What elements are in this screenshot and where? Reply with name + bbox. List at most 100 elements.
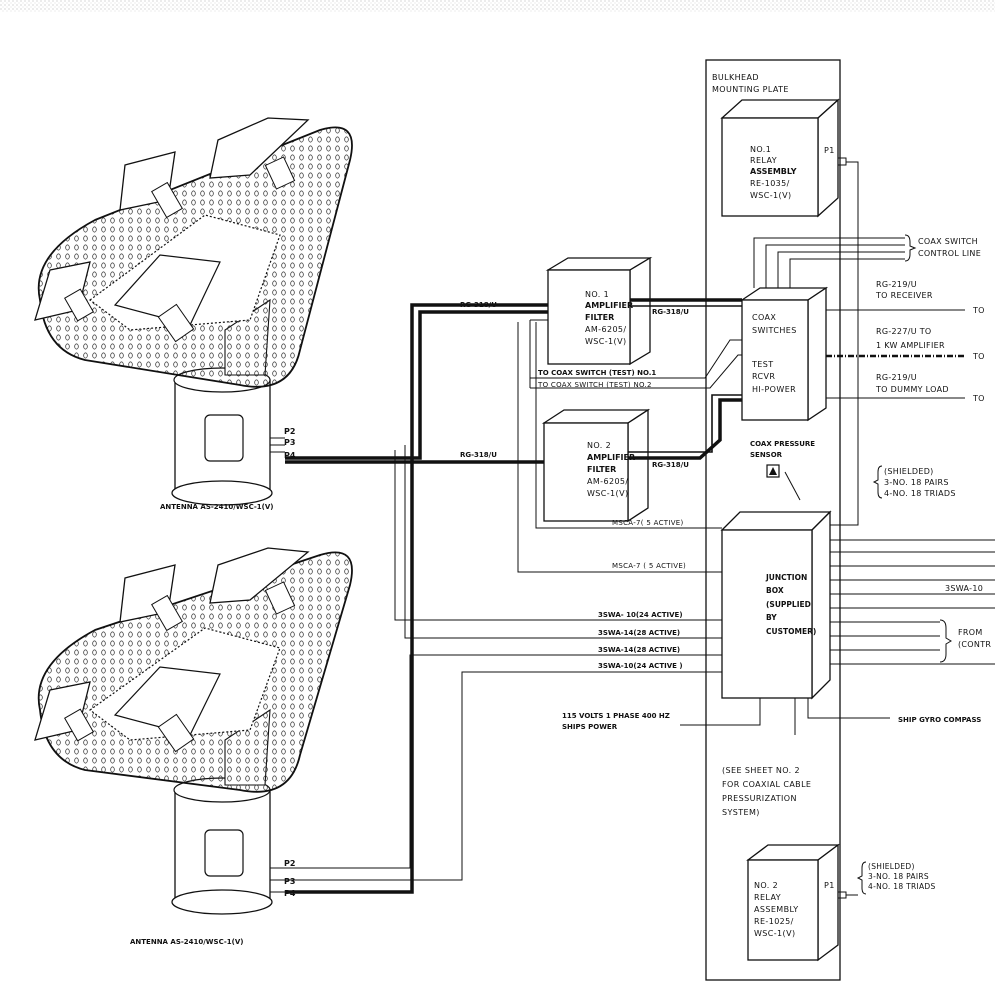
ship-gyro-label: SHIP GYRO COMPASS xyxy=(898,716,981,724)
amp-2-line-5: WSC-1(V) xyxy=(587,489,628,498)
rg219-rcvr-2: TO RECEIVER xyxy=(875,291,933,300)
junction-box-line-5: CUSTOMER) xyxy=(766,627,816,636)
note-line-3: PRESSURIZATION xyxy=(722,794,797,803)
amp-1-line-1: NO. 1 xyxy=(585,290,609,299)
antenna-1-feed-3 xyxy=(34,261,94,322)
shielded-1-line-3: 4-NO. 18 TRIADS xyxy=(884,489,956,498)
note-line-1: (SEE SHEET NO. 2 xyxy=(722,766,800,775)
antenna-1-feed-2 xyxy=(209,117,310,190)
relay-assembly-2 xyxy=(746,843,840,962)
shielded-2-line-2: 3-NO. 18 PAIRS xyxy=(868,872,929,881)
antenna-2 xyxy=(34,547,353,915)
antenna-2-feed-3 xyxy=(34,681,94,742)
antenna-2-port-p3: P3 xyxy=(284,877,295,886)
amp-2-line-2: AMPLIFIER xyxy=(587,453,635,462)
relay-2-line-3: ASSEMBLY xyxy=(754,905,799,914)
rg318-amp1-label: RG-318/U xyxy=(652,308,689,316)
shielded-1-line-2: 3-NO. 18 PAIRS xyxy=(884,478,949,487)
amplifier-filter-1 xyxy=(545,256,653,366)
amp-2-line-1: NO. 2 xyxy=(587,441,611,450)
rg219-dummy-2: TO DUMMY LOAD xyxy=(875,385,949,394)
power-label-2: SHIPS POWER xyxy=(562,723,618,731)
to-label-1: TO xyxy=(972,306,985,315)
antenna-1-feed-4 xyxy=(157,303,195,343)
relay-2-line-1: NO. 2 xyxy=(754,881,778,890)
junction-box-line-3: (SUPPLIED xyxy=(766,600,811,609)
bulkhead-title-1: BULKHEAD xyxy=(712,73,759,82)
coax-pressure-sensor xyxy=(766,464,780,478)
amp-1-line-5: WSC-1(V) xyxy=(585,337,626,346)
coax-switches-box xyxy=(739,286,829,422)
amp-1-line-3: FILTER xyxy=(585,313,614,322)
amp-2-line-4: AM-6205/ xyxy=(587,477,629,486)
antenna-2-label: ANTENNA AS-2410/WSC-1(V) xyxy=(130,938,243,946)
relay-2-line-4: RE-1025/ xyxy=(754,917,794,926)
rg219-rcvr-1: RG-219/U xyxy=(876,280,917,289)
antenna-1-label: ANTENNA AS-2410/WSC-1(V) xyxy=(160,503,273,511)
amp-1-line-2: AMPLIFIER xyxy=(585,301,633,310)
junction-box xyxy=(720,510,832,700)
sw-cable-1: 3SWA- 10(24 ACTIVE) xyxy=(598,611,683,619)
to-label-3: TO xyxy=(972,394,985,403)
amp-2-line-3: FILTER xyxy=(587,465,616,474)
relay-2-line-2: RELAY xyxy=(754,893,781,902)
junction-box-line-1: JUNCTION xyxy=(765,573,807,582)
rg318-amp2-label: RG-318/U xyxy=(652,461,689,469)
relay-assembly-1 xyxy=(720,98,840,218)
junction-box-line-2: BOX xyxy=(766,586,784,595)
relay-1-line-4: RE-1035/ xyxy=(750,179,790,188)
antenna-1 xyxy=(34,117,353,506)
antenna-2-port-p2: P2 xyxy=(284,859,295,868)
test-line-1: TO COAX SWITCH (TEST) NO.1 xyxy=(538,369,656,377)
coax-pressure-label-1: COAX PRESSURE xyxy=(750,440,815,448)
bulkhead-title-2: MOUNTING PLATE xyxy=(712,85,789,94)
power-label-1: 115 VOLTS 1 PHASE 400 HZ xyxy=(562,712,670,720)
coax-switches-line-4: TEST xyxy=(751,360,774,369)
coax-switches-line-2: SWITCHES xyxy=(752,326,797,335)
relay-1-line-3: ASSEMBLY xyxy=(750,167,797,176)
msca-label-2: MSCA-7 ( 5 ACTIVE) xyxy=(612,562,686,570)
note-line-4: SYSTEM) xyxy=(722,808,760,817)
to-label-2: TO xyxy=(972,352,985,361)
relay-1-port: P1 xyxy=(824,146,835,155)
test-line-2: TO COAX SWITCH (TEST) NO.2 xyxy=(537,381,652,389)
relay-2-line-5: WSC-1(V) xyxy=(754,929,795,938)
antenna-1-port-p2: P2 xyxy=(284,427,295,436)
coax-ctrl-2: CONTROL LINE xyxy=(918,249,981,258)
shielded-1-line-1: (SHIELDED) xyxy=(884,467,934,476)
sw-cable-3: 3SWA-14(28 ACTIVE) xyxy=(598,646,680,654)
rg318-antenna2-label: RG-318/U xyxy=(460,451,497,459)
coax-switches-line-1: COAX xyxy=(752,313,776,322)
amp-1-line-4: AM-6205/ xyxy=(585,325,627,334)
antenna-1-feed-1 xyxy=(119,151,183,219)
antenna-2-feed-1 xyxy=(119,564,183,632)
sw-right-label: 3SWA-10 xyxy=(945,584,983,593)
shielded-2-line-3: 4-NO. 18 TRIADS xyxy=(868,882,936,891)
coax-switches-line-6: HI-POWER xyxy=(752,385,796,394)
relay-1-line-2: RELAY xyxy=(750,156,777,165)
junction-box-line-4: BY xyxy=(766,613,777,622)
from-label-1: FROM xyxy=(958,628,983,637)
msca-label-1: MSCA-7( 5 ACTIVE) xyxy=(612,519,684,527)
from-label-2: (CONTR xyxy=(958,640,991,649)
shielded-2-line-1: (SHIELDED) xyxy=(868,862,915,871)
relay-2-port: P1 xyxy=(824,881,835,890)
coax-pressure-label-2: SENSOR xyxy=(750,451,783,459)
rg219-dummy-1: RG-219/U xyxy=(876,373,917,382)
bulkhead-mounting-plate xyxy=(705,59,841,981)
rg227-1: RG-227/U TO xyxy=(876,327,932,336)
coax-ctrl-1: COAX SWITCH xyxy=(918,237,978,246)
relay-1-line-5: WSC-1(V) xyxy=(750,191,791,200)
note-line-2: FOR COAXIAL CABLE xyxy=(722,780,811,789)
coax-switches-line-5: RCVR xyxy=(752,372,775,381)
antenna-2-feed-2 xyxy=(209,547,310,615)
sw-cable-4: 3SWA-10(24 ACTIVE ) xyxy=(598,662,683,670)
amplifier-filter-2 xyxy=(541,408,651,523)
sw-cable-2: 3SWA-14(28 ACTIVE) xyxy=(598,629,680,637)
rg227-2: 1 KW AMPLIFIER xyxy=(876,341,945,350)
antenna-2-feed-4 xyxy=(157,713,195,753)
antenna-1-port-p3: P3 xyxy=(284,438,295,447)
relay-1-line-1: NO.1 xyxy=(750,145,771,154)
antenna-1-port-p4: P4 xyxy=(284,451,296,460)
